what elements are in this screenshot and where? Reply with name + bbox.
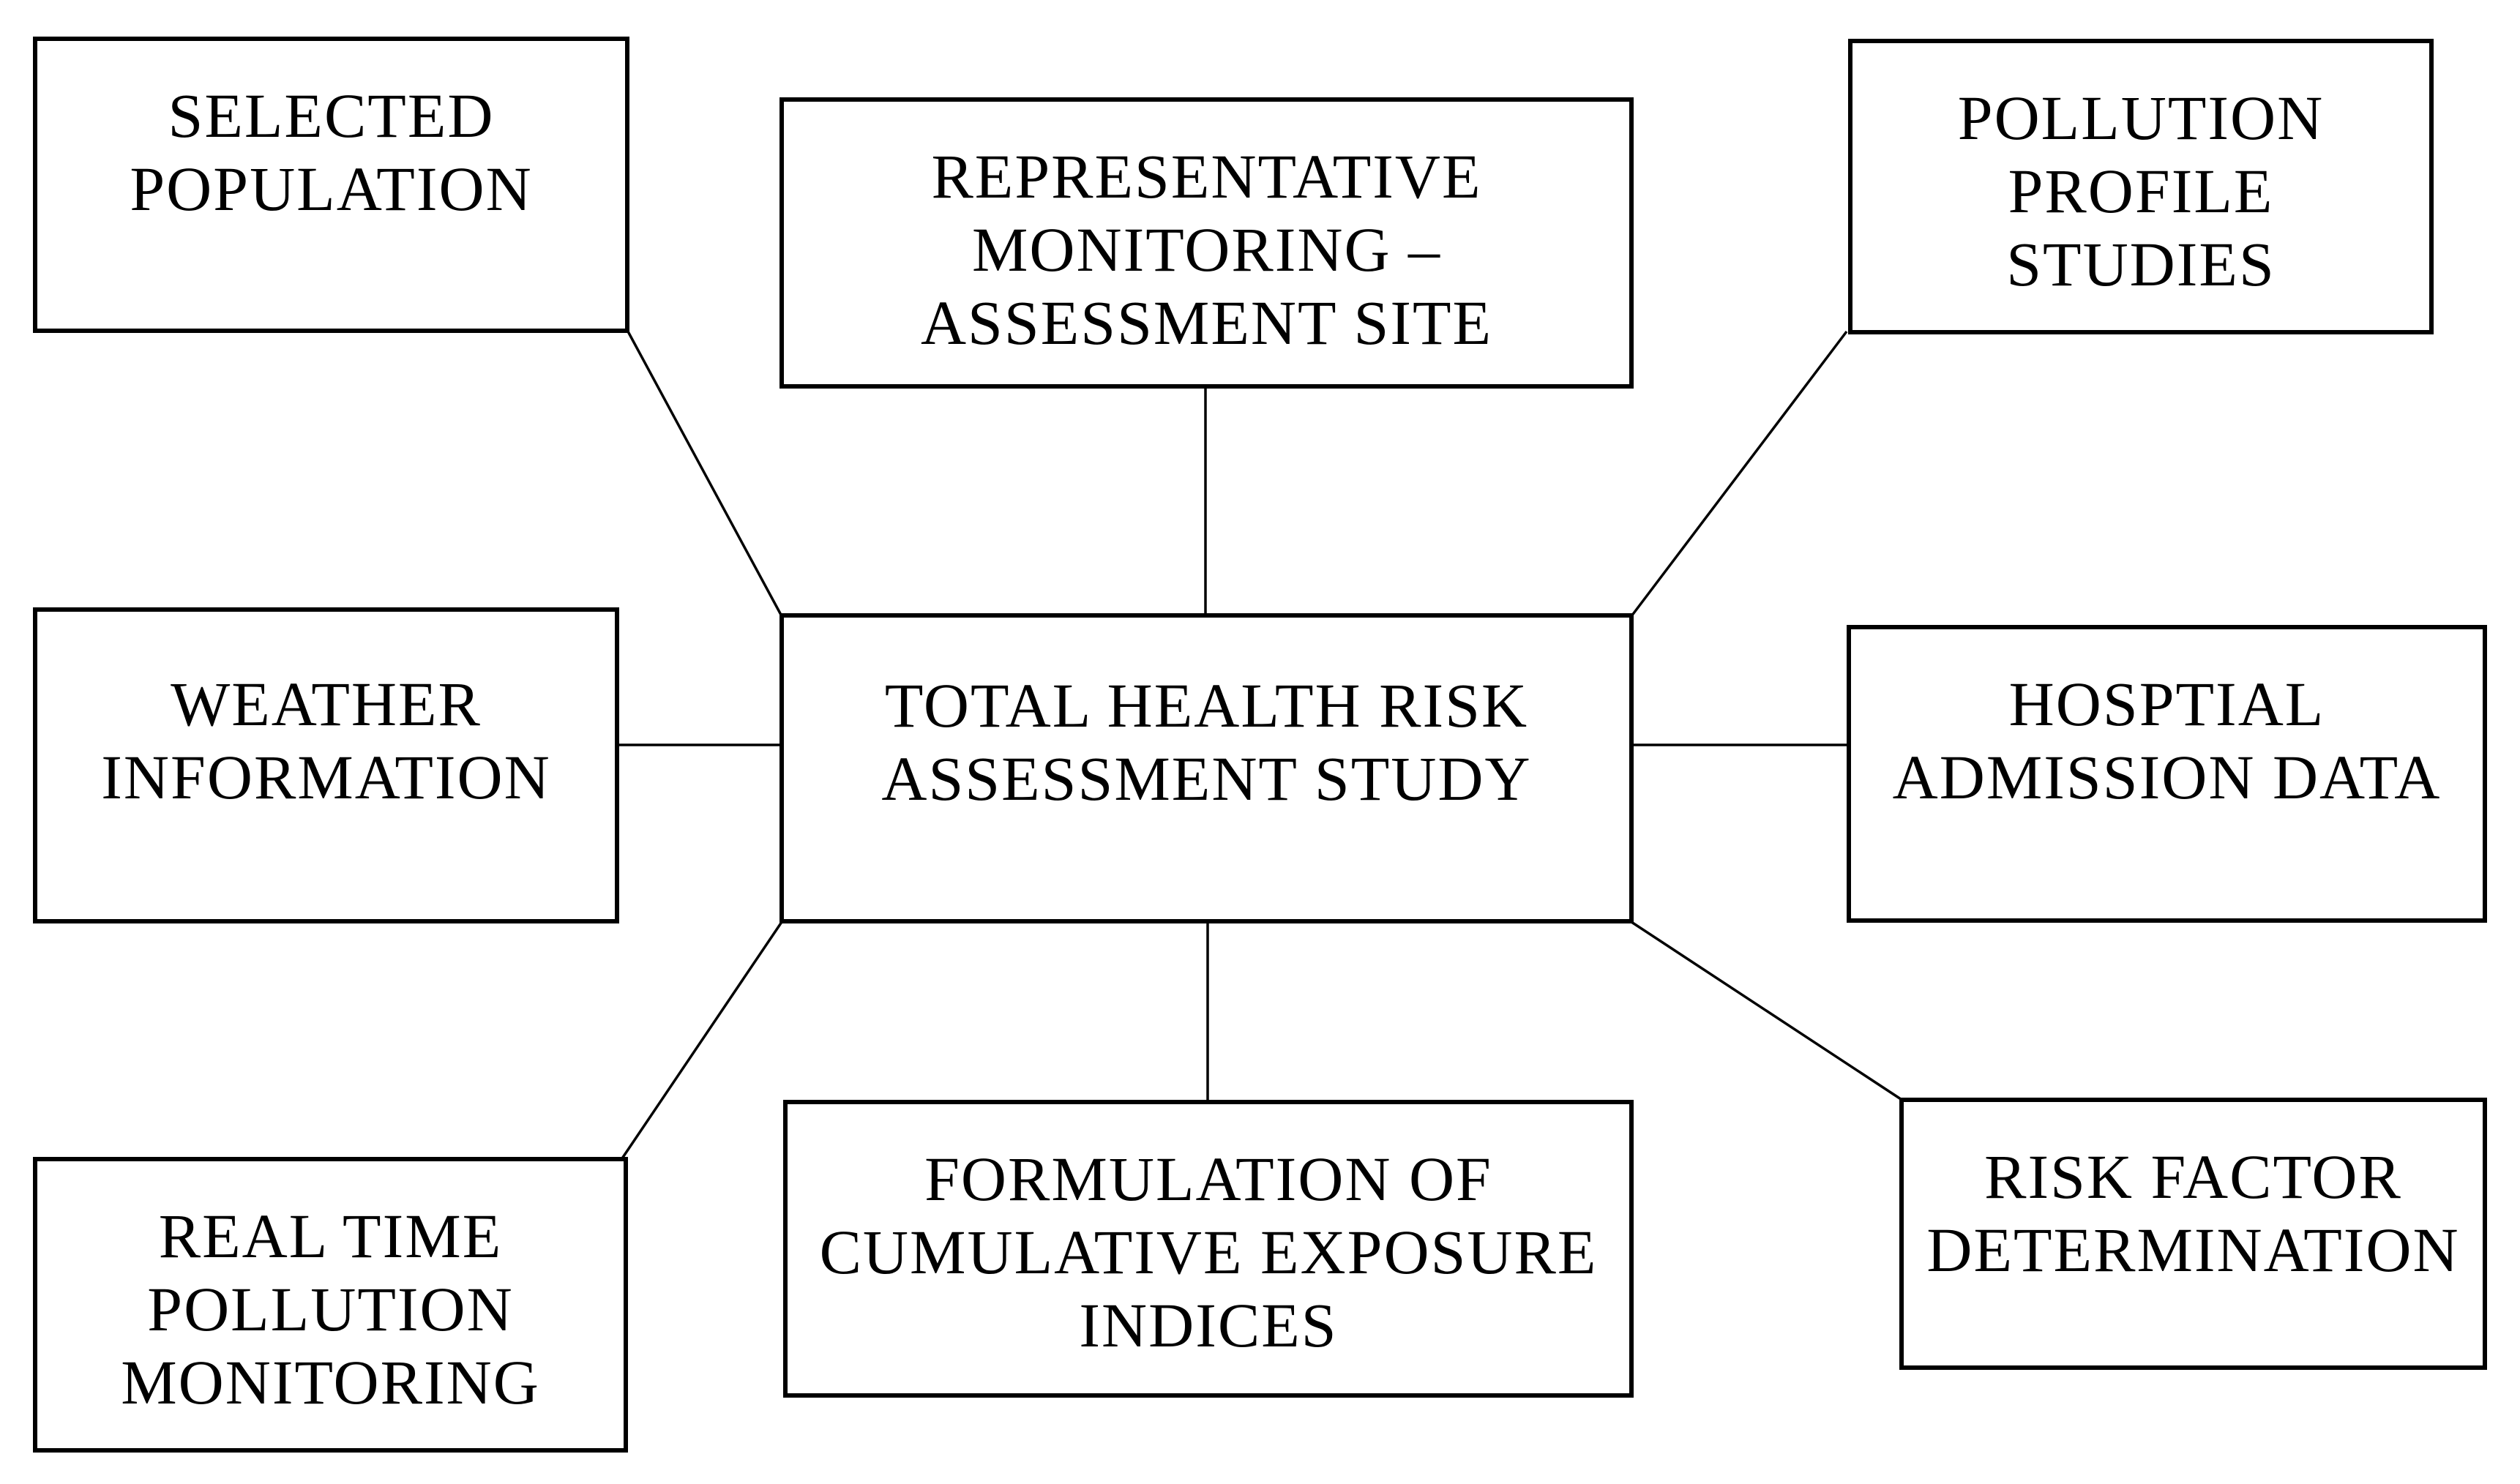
node-label-line: MONITORING – <box>971 214 1442 285</box>
node-label-line: HOSPTIAL <box>2008 669 2325 739</box>
node-hosptial-admission-data: HOSPTIAL ADMISSION DATA <box>1847 625 2487 923</box>
node-label-line: RISK FACTOR <box>1984 1142 2402 1212</box>
node-label-line: POPULATION <box>130 154 533 224</box>
connector-center-to-riskfactor <box>1631 921 1902 1101</box>
node-label-line: POLLUTION <box>1957 83 2325 153</box>
node-pollution-profile-studies: POLLUTION PROFILE STUDIES <box>1848 39 2434 334</box>
node-label-line: ASSESSMENT SITE <box>920 288 1493 358</box>
node-weather-information: WEATHER INFORMATION <box>33 607 619 923</box>
node-label-line: INDICES <box>1079 1290 1338 1360</box>
connector-pollution-profile-to-center <box>1630 330 1848 618</box>
node-label-line: REAL TIME <box>158 1201 503 1271</box>
node-formulation-of-cumulative-exposure-indices: FORMULATION OF CUMULATIVE EXPOSURE INDIC… <box>783 1100 1634 1398</box>
node-label-line: DETERMINATION <box>1926 1215 2460 1285</box>
node-label-line: FORMULATION OF <box>924 1144 1492 1214</box>
node-label-line: PROFILE <box>2008 156 2274 226</box>
node-label-line: INFORMATION <box>101 742 551 812</box>
connector-center-to-realtime <box>621 921 783 1159</box>
node-label-line: STUDIES <box>2006 229 2276 299</box>
node-label-line: ASSESSMENT STUDY <box>881 743 1532 814</box>
node-label-line: WEATHER <box>171 669 482 739</box>
node-selected-population: SELECTED POPULATION <box>33 37 629 333</box>
node-risk-factor-determination: RISK FACTOR DETERMINATION <box>1899 1098 2487 1370</box>
connector-selected-population-to-center <box>627 331 783 617</box>
node-label-line: CUMULATIVE EXPOSURE <box>819 1217 1598 1287</box>
node-label-line: SELECTED <box>168 80 495 151</box>
node-label-line: POLLUTION <box>147 1274 514 1344</box>
node-label-line: REPRESENTATIVE <box>931 141 1482 211</box>
node-real-time-pollution-monitoring: REAL TIME POLLUTION MONITORING <box>33 1157 628 1453</box>
node-label-line: MONITORING <box>121 1347 540 1417</box>
node-total-health-risk-assessment-study: TOTAL HEALTH RISK ASSESSMENT STUDY <box>779 613 1634 923</box>
node-label-line: TOTAL HEALTH RISK <box>884 670 1529 741</box>
node-label-line: ADMISSION DATA <box>1892 742 2442 812</box>
node-representative-monitoring-assessment-site: REPRESENTATIVE MONITORING – ASSESSMENT S… <box>779 97 1634 389</box>
